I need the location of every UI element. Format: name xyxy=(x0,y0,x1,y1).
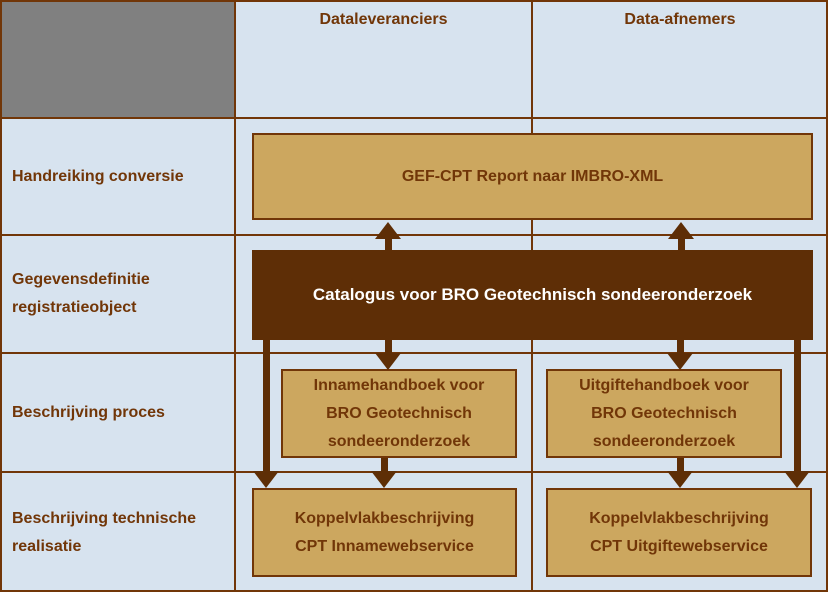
arrow-stem xyxy=(793,340,801,471)
row-label-text: Beschrijving proces xyxy=(12,404,165,421)
row-label-text: Beschrijving technische realisatie xyxy=(12,509,197,555)
row-label-beschrijving-proces: Beschrijving proces xyxy=(0,353,235,473)
grid-hline-1 xyxy=(0,117,828,119)
box-innamehandboek: Innamehandboek voor BRO Geotechnisch son… xyxy=(281,369,517,458)
arrow-down-catalogus-to-uitgiftehandboek xyxy=(667,340,693,370)
corner-cell xyxy=(0,0,236,119)
arrowhead-down-icon xyxy=(371,471,397,488)
row-label-text: Gegevensdefinitie registratieobject xyxy=(12,271,150,316)
arrow-stem xyxy=(676,458,684,471)
box-koppelvlak-uitgifte: Koppelvlakbeschrijving CPT Uitgiftewebse… xyxy=(546,488,812,577)
arrow-stem xyxy=(384,239,392,251)
arrow-up-catalogus-to-gefcpt-left xyxy=(375,222,401,251)
arrow-down-innamehandboek-to-koppelvlak xyxy=(371,458,397,488)
box-uitgiftehandboek: Uitgiftehandboek voor BRO Geotechnisch s… xyxy=(546,369,782,458)
arrowhead-down-icon xyxy=(784,471,810,488)
row-label-gegevensdefinitie: Gegevensdefinitie registratieobject xyxy=(0,235,235,353)
arrow-stem xyxy=(262,340,270,471)
arrowhead-down-icon xyxy=(667,353,693,370)
arrow-stem xyxy=(677,239,685,251)
row-label-beschrijving-technische-realisatie: Beschrijving technische realisatie xyxy=(0,473,235,592)
box-koppelvlak-inname-label: Koppelvlakbeschrijving CPT Innamewebserv… xyxy=(294,509,475,555)
row-label-handreiking-conversie: Handreiking conversie xyxy=(0,118,235,235)
arrow-down-catalogus-to-koppelvlak-inname xyxy=(253,340,279,488)
box-gef-cpt-report: GEF-CPT Report naar IMBRO-XML xyxy=(252,133,813,220)
arrow-down-catalogus-to-innamehandboek xyxy=(375,340,401,370)
arrow-down-uitgiftehandboek-to-koppelvlak xyxy=(667,458,693,488)
header-dataleveranciers: Dataleveranciers xyxy=(235,0,532,118)
header-data-afnemers: Data-afnemers xyxy=(532,0,828,118)
grid-vline-labels xyxy=(234,0,236,592)
box-catalogus: Catalogus voor BRO Geotechnisch sondeero… xyxy=(252,250,813,340)
box-koppelvlak-inname: Koppelvlakbeschrijving CPT Innamewebserv… xyxy=(252,488,517,577)
arrowhead-up-icon xyxy=(668,222,694,239)
box-catalogus-label: Catalogus voor BRO Geotechnisch sondeero… xyxy=(312,285,753,304)
arrowhead-up-icon xyxy=(375,222,401,239)
arrow-stem xyxy=(384,340,392,353)
arrowhead-down-icon xyxy=(375,353,401,370)
box-gef-cpt-report-label: GEF-CPT Report naar IMBRO-XML xyxy=(401,167,664,185)
arrow-down-catalogus-to-koppelvlak-uitgifte xyxy=(784,340,810,488)
arrowhead-down-icon xyxy=(253,471,279,488)
arrow-stem xyxy=(380,458,388,471)
row-label-text: Handreiking conversie xyxy=(12,167,184,185)
box-koppelvlak-uitgifte-label: Koppelvlakbeschrijving CPT Uitgiftewebse… xyxy=(589,509,769,555)
arrow-up-catalogus-to-gefcpt-right xyxy=(668,222,694,251)
grid-hline-3 xyxy=(0,352,828,354)
arrow-stem xyxy=(676,340,684,353)
grid-hline-4 xyxy=(0,471,828,473)
header-dataleveranciers-label: Dataleveranciers xyxy=(319,11,448,28)
box-uitgiftehandboek-label: Uitgiftehandboek voor BRO Geotechnisch s… xyxy=(579,376,749,450)
box-innamehandboek-label: Innamehandboek voor BRO Geotechnisch son… xyxy=(313,376,485,450)
arrowhead-down-icon xyxy=(667,471,693,488)
grid-hline-2 xyxy=(0,234,828,236)
header-data-afnemers-label: Data-afnemers xyxy=(624,11,736,28)
